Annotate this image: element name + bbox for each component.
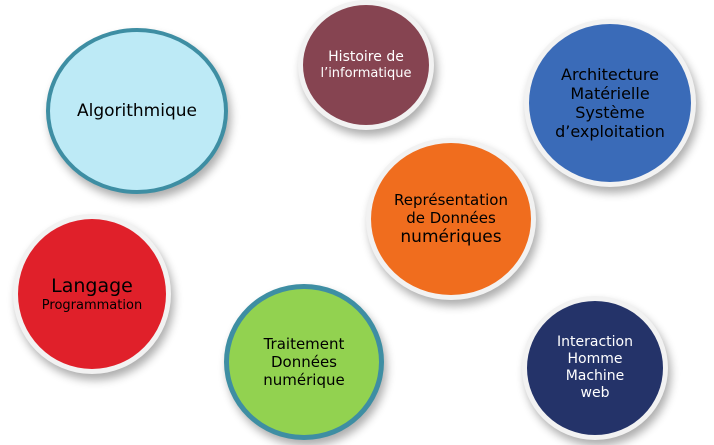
- bubble-label: Machine: [565, 368, 625, 384]
- bubble-label: Données: [270, 353, 337, 371]
- bubble-label: Traitement: [263, 335, 345, 353]
- bubble-label: numériques: [400, 226, 502, 247]
- bubble-label: numérique: [263, 371, 345, 389]
- bubble-label: Matérielle: [570, 83, 650, 103]
- bubble-label: Homme: [567, 351, 623, 368]
- bubble-label: Représentation: [394, 190, 508, 209]
- bubble-label: d’exploitation: [555, 122, 665, 142]
- bubble-label: web: [580, 384, 610, 401]
- bubble-architecture-materielle: Architecture Matérielle Système d’exploi…: [524, 19, 696, 187]
- bubble-label: Programmation: [41, 297, 143, 313]
- bubble-representation-donnees: Représentation de Données numériques: [366, 138, 536, 300]
- bubble-label: Histoire de: [328, 48, 404, 65]
- bubble-label: Langage: [51, 274, 133, 297]
- bubble-histoire-informatique: Histoire de l’informatique: [298, 0, 434, 130]
- bubble-label: Architecture: [561, 64, 659, 84]
- bubble-label: Système: [575, 103, 645, 122]
- bubble-label: de Données: [406, 208, 496, 227]
- bubble-label: Interaction: [557, 334, 633, 351]
- bubble-label: l’informatique: [320, 65, 412, 81]
- bubble-algorithmique: Algorithmique: [46, 28, 228, 194]
- bubble-interaction-homme-machine: Interaction Homme Machine web: [522, 296, 668, 440]
- bubble-label: Algorithmique: [76, 100, 197, 121]
- bubble-traitement-donnees: Traitement Données numérique: [224, 284, 384, 440]
- bubble-langage-programmation: Langage Programmation: [13, 214, 171, 374]
